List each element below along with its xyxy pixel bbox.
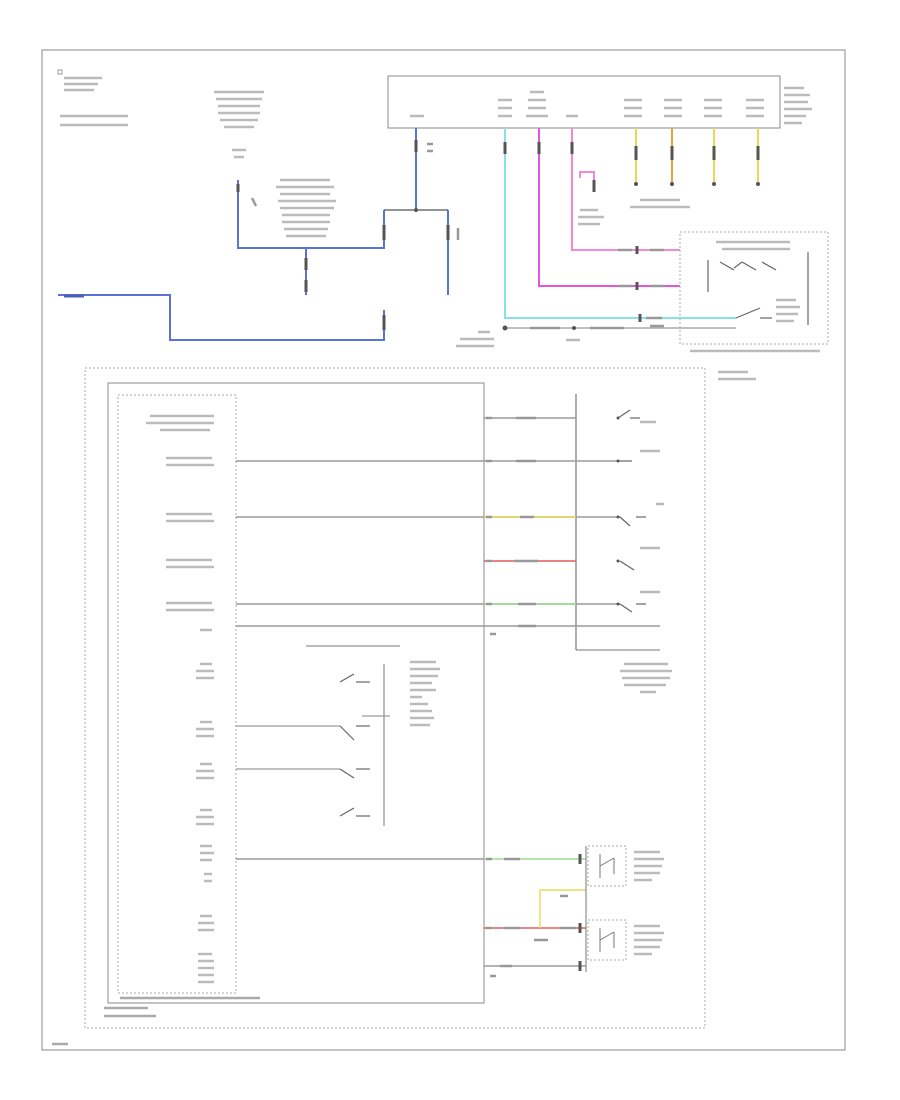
tcm-label: [52, 996, 260, 1046]
legend-block: [57, 69, 128, 127]
pressure-switch-contacts: [339, 673, 370, 817]
shift-box-wire-labels: [618, 248, 664, 328]
top-label-block-center: [276, 178, 336, 238]
pressure-switch-labels: [410, 660, 440, 727]
stub-ground-dots: [634, 182, 760, 186]
range-switch-dots: [616, 416, 620, 606]
diagram-frame: [41, 49, 846, 1051]
top-label-block-left: [214, 90, 264, 159]
tcm-signal-wires: [236, 417, 660, 627]
splice-label: [456, 330, 494, 348]
blue-wire-labels: [64, 142, 460, 298]
top-right-label: [784, 86, 812, 125]
transmission-box: [84, 367, 706, 1029]
tcm-wire-labels: [486, 416, 538, 636]
pink-wire: [571, 128, 680, 251]
output-speed-sensor: [587, 919, 664, 961]
pressure-switch-wires: [236, 715, 390, 770]
input-speed-sensor: [587, 845, 664, 887]
range-switch-contacts: [617, 409, 646, 613]
top-connector-ticks: [503, 142, 760, 192]
shift-lever-switch-box: [679, 231, 829, 345]
blue-wire-network: [58, 128, 449, 341]
transmission-box-label: [718, 370, 756, 381]
tcm-pin-labels: [146, 414, 214, 984]
blue-wire-connectors: [236, 140, 450, 330]
speed-sensor-wires: [236, 858, 586, 967]
top-connector-pin-labels: [410, 90, 764, 118]
gray-wire-326: [502, 325, 736, 342]
shift-switch-labels: [690, 240, 820, 353]
shift-box-wire-ticks: [635, 246, 642, 322]
shift-switch-contacts: [707, 252, 809, 325]
speed-sensor-wire-labels: [486, 857, 576, 978]
stub-labels: [578, 198, 690, 226]
magenta-wire: [538, 128, 680, 287]
range-switch-labels: [620, 420, 672, 694]
blue-wire-junction: [384, 208, 448, 212]
top-connector-box: [387, 75, 781, 129]
tcm-box: [107, 382, 485, 1004]
tcm-inner-box: [117, 394, 237, 994]
yellow-wire-stubs: [635, 128, 759, 182]
